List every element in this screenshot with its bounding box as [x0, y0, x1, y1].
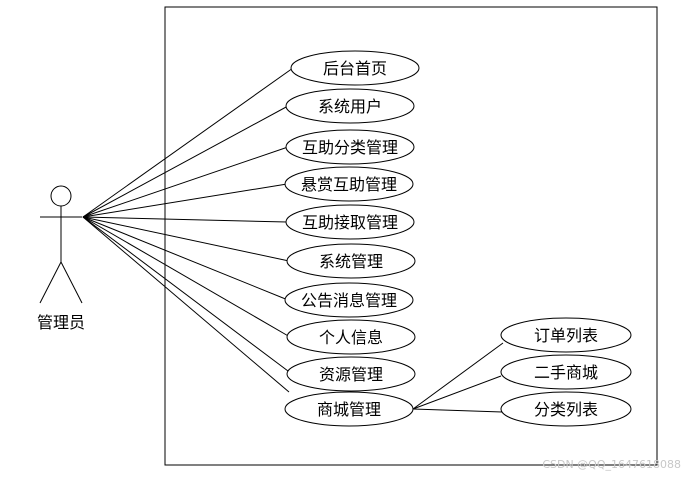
use-case-reward-mgmt[interactable]: 悬赏互助管理: [284, 166, 414, 202]
svg-text:资源管理: 资源管理: [319, 365, 383, 384]
use-case-order-list[interactable]: 订单列表: [500, 317, 632, 353]
association-line-category-mgmt: [82, 146, 289, 218]
association-line-resource-mgmt: [82, 216, 293, 375]
actor-label: 管理员: [37, 313, 85, 332]
association-line-reward-mgmt: [82, 183, 288, 218]
actor-admin: 管理员: [37, 185, 85, 332]
svg-text:分类列表: 分类列表: [534, 400, 598, 419]
use-case-second-hand[interactable]: 二手商城: [500, 354, 632, 390]
use-case-category-list[interactable]: 分类列表: [500, 391, 632, 427]
sub-association-lines: [412, 342, 504, 413]
watermark: CSDN @QQ_1647618088: [542, 458, 681, 471]
system-boundary: [164, 6, 658, 466]
svg-text:系统用户: 系统用户: [318, 97, 382, 116]
association-line-accept-mgmt: [82, 216, 288, 223]
association-line-system-mgmt: [82, 216, 290, 262]
sub-use-case-list: 订单列表 二手商城 分类列表: [500, 317, 632, 427]
svg-text:后台首页: 后台首页: [323, 59, 387, 78]
use-case-profile[interactable]: 个人信息: [286, 319, 416, 355]
use-case-list: 后台首页 系统用户 互助分类管理 悬赏互助管理 互助接取管理 系统管理 公告消息…: [284, 50, 420, 427]
svg-text:悬赏互助管理: 悬赏互助管理: [301, 175, 397, 194]
association-line-mall-mgmt: [82, 216, 290, 393]
sub-association-line-second-hand: [412, 375, 502, 410]
use-case-home[interactable]: 后台首页: [290, 50, 420, 86]
use-case-system-user[interactable]: 系统用户: [285, 88, 415, 124]
svg-text:公告消息管理: 公告消息管理: [301, 291, 397, 310]
association-line-notice-mgmt: [82, 216, 289, 301]
actor-head: [50, 185, 72, 207]
svg-text:二手商城: 二手商城: [534, 363, 598, 382]
sub-association-line-order-list: [412, 342, 504, 410]
use-case-system-mgmt[interactable]: 系统管理: [286, 243, 416, 279]
association-line-system-user: [82, 105, 289, 218]
use-case-resource-mgmt[interactable]: 资源管理: [286, 356, 416, 392]
svg-text:个人信息: 个人信息: [319, 328, 383, 347]
actor-right-leg: [60, 261, 83, 304]
svg-text:系统管理: 系统管理: [319, 252, 383, 271]
svg-text:互助分类管理: 互助分类管理: [302, 138, 398, 157]
svg-text:订单列表: 订单列表: [534, 326, 598, 345]
svg-text:互助接取管理: 互助接取管理: [302, 213, 398, 232]
sub-association-line-category-list: [412, 408, 503, 413]
association-line-home: [82, 67, 294, 218]
association-lines: [82, 67, 294, 393]
svg-text:商城管理: 商城管理: [317, 400, 381, 419]
use-case-mall-mgmt[interactable]: 商城管理: [284, 391, 414, 427]
use-case-notice-mgmt[interactable]: 公告消息管理: [284, 282, 414, 318]
association-line-profile: [82, 216, 291, 338]
actor-left-leg: [39, 261, 62, 304]
use-case-category-mgmt[interactable]: 互助分类管理: [285, 129, 415, 165]
use-case-accept-mgmt[interactable]: 互助接取管理: [285, 204, 415, 240]
